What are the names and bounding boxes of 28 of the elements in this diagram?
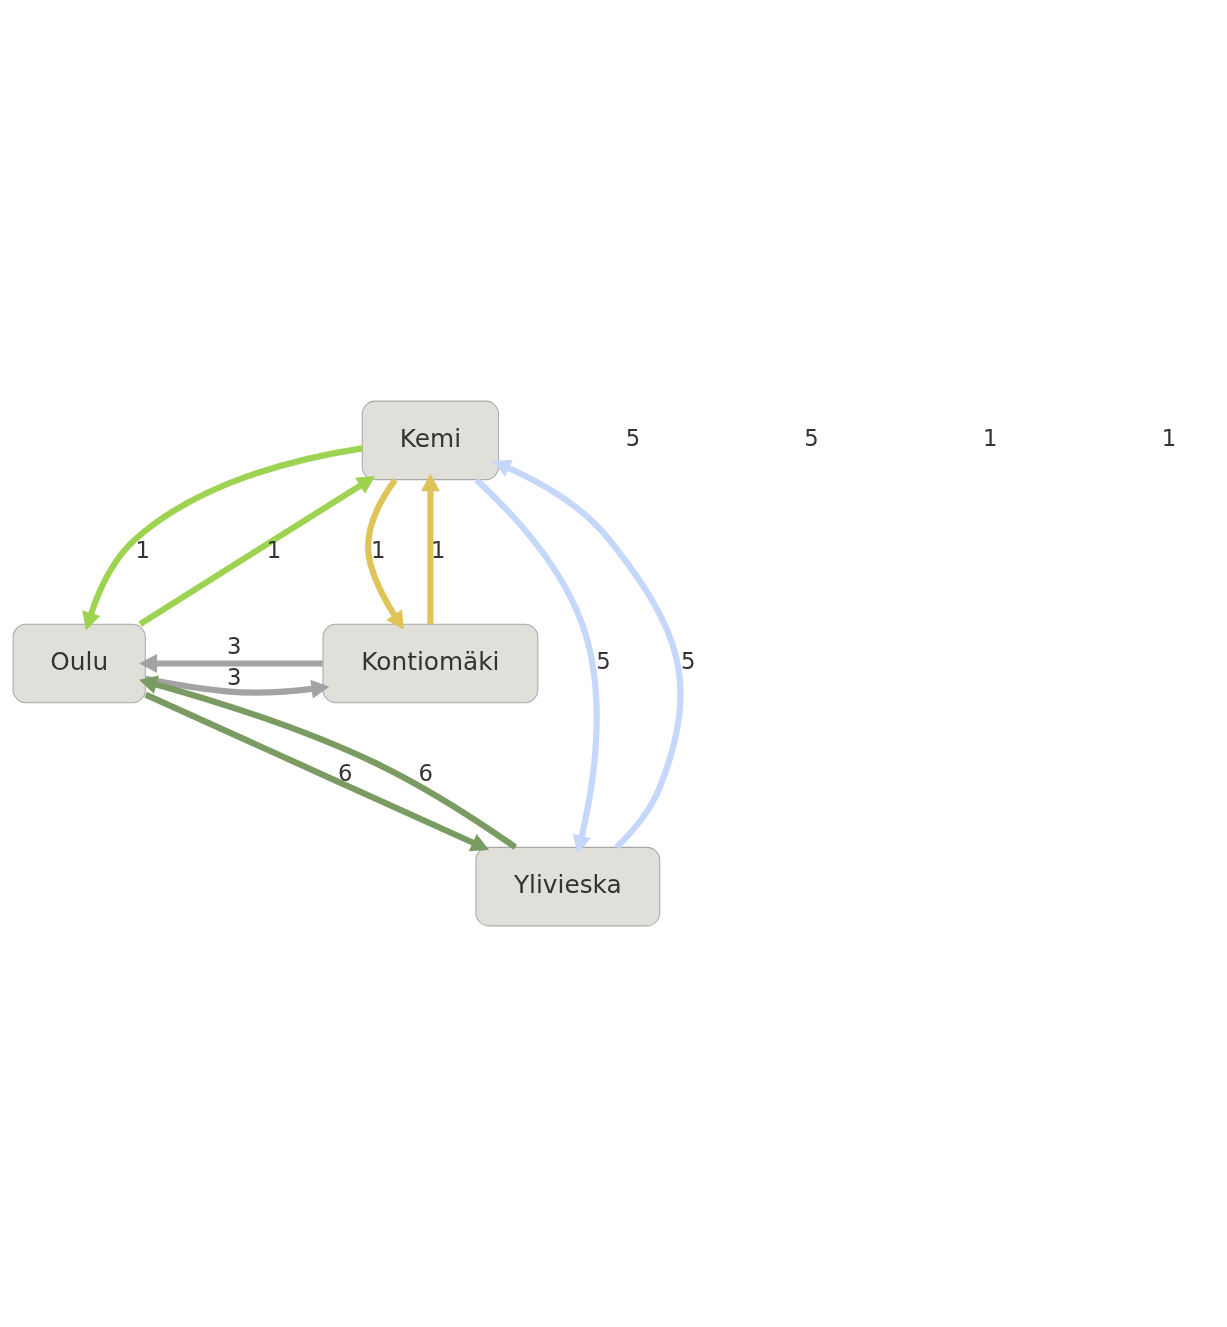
edge-label: 5 bbox=[596, 648, 611, 675]
label: 1 bbox=[1161, 425, 1177, 452]
edge-label: 3 bbox=[226, 663, 242, 690]
arrow bbox=[420, 473, 440, 625]
edge-label: 1 bbox=[430, 536, 446, 563]
edge-label: 3 bbox=[226, 632, 242, 659]
node-box: Oulu bbox=[12, 623, 146, 704]
arrow bbox=[365, 478, 404, 630]
arrow bbox=[474, 477, 600, 854]
edge-label: 1 bbox=[371, 536, 386, 563]
node-box: Kemi bbox=[361, 400, 500, 481]
arrow bbox=[139, 654, 323, 673]
arrow bbox=[139, 675, 518, 850]
label: 1 bbox=[983, 425, 998, 452]
edge-label: 6 bbox=[418, 759, 433, 786]
edge-label: 1 bbox=[266, 536, 282, 563]
arrow bbox=[82, 445, 363, 631]
label: 5 bbox=[625, 425, 641, 452]
arrow bbox=[492, 459, 684, 850]
edge-label: 6 bbox=[337, 759, 353, 786]
label: 5 bbox=[804, 425, 819, 452]
arrow bbox=[144, 691, 490, 852]
edge-label: 1 bbox=[135, 536, 150, 563]
node-box: Kontiomäki bbox=[322, 623, 539, 704]
edge-label: 5 bbox=[680, 648, 696, 675]
node-box: Ylivieska bbox=[475, 846, 661, 927]
arrow bbox=[144, 675, 330, 699]
arrow bbox=[138, 476, 376, 627]
